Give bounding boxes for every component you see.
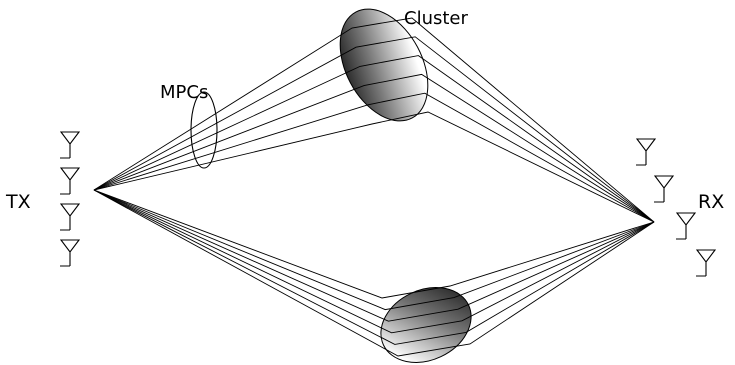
antenna-icon: [59, 167, 81, 195]
antenna-icon: [675, 212, 697, 240]
mpc-ray: [93, 55, 655, 223]
cluster-top: [339, 8, 429, 122]
mpcs-ellipse: [190, 91, 218, 169]
antenna-icon: [59, 239, 81, 267]
mpc-ray: [93, 189, 655, 334]
mpcs-label: MPCs: [160, 82, 208, 103]
mpc-ray: [93, 189, 655, 299]
antenna-icon: [59, 131, 81, 159]
antenna-icon: [653, 175, 675, 203]
cluster-label: Cluster: [404, 8, 468, 29]
mpc-ray: [93, 189, 655, 311]
mpc-ray: [93, 36, 655, 223]
antenna-icon: [635, 138, 657, 166]
antenna-icon: [695, 249, 717, 277]
mpc-rays-top: [93, 17, 655, 223]
mpc-ray: [93, 17, 655, 223]
mpc-rays-bottom: [93, 189, 655, 357]
antenna-icon: [59, 203, 81, 231]
mpc-ray: [93, 189, 655, 322]
mpc-ray: [93, 189, 655, 345]
rx-label: RX: [698, 191, 724, 213]
mpc-ray: [93, 73, 655, 223]
tx-antenna-array: [59, 131, 81, 267]
rx-antenna-array: [635, 138, 717, 277]
mpc-ray: [93, 111, 655, 223]
mpc-ray: [93, 92, 655, 223]
tx-label: TX: [5, 191, 31, 213]
mpc-ray: [93, 189, 655, 357]
